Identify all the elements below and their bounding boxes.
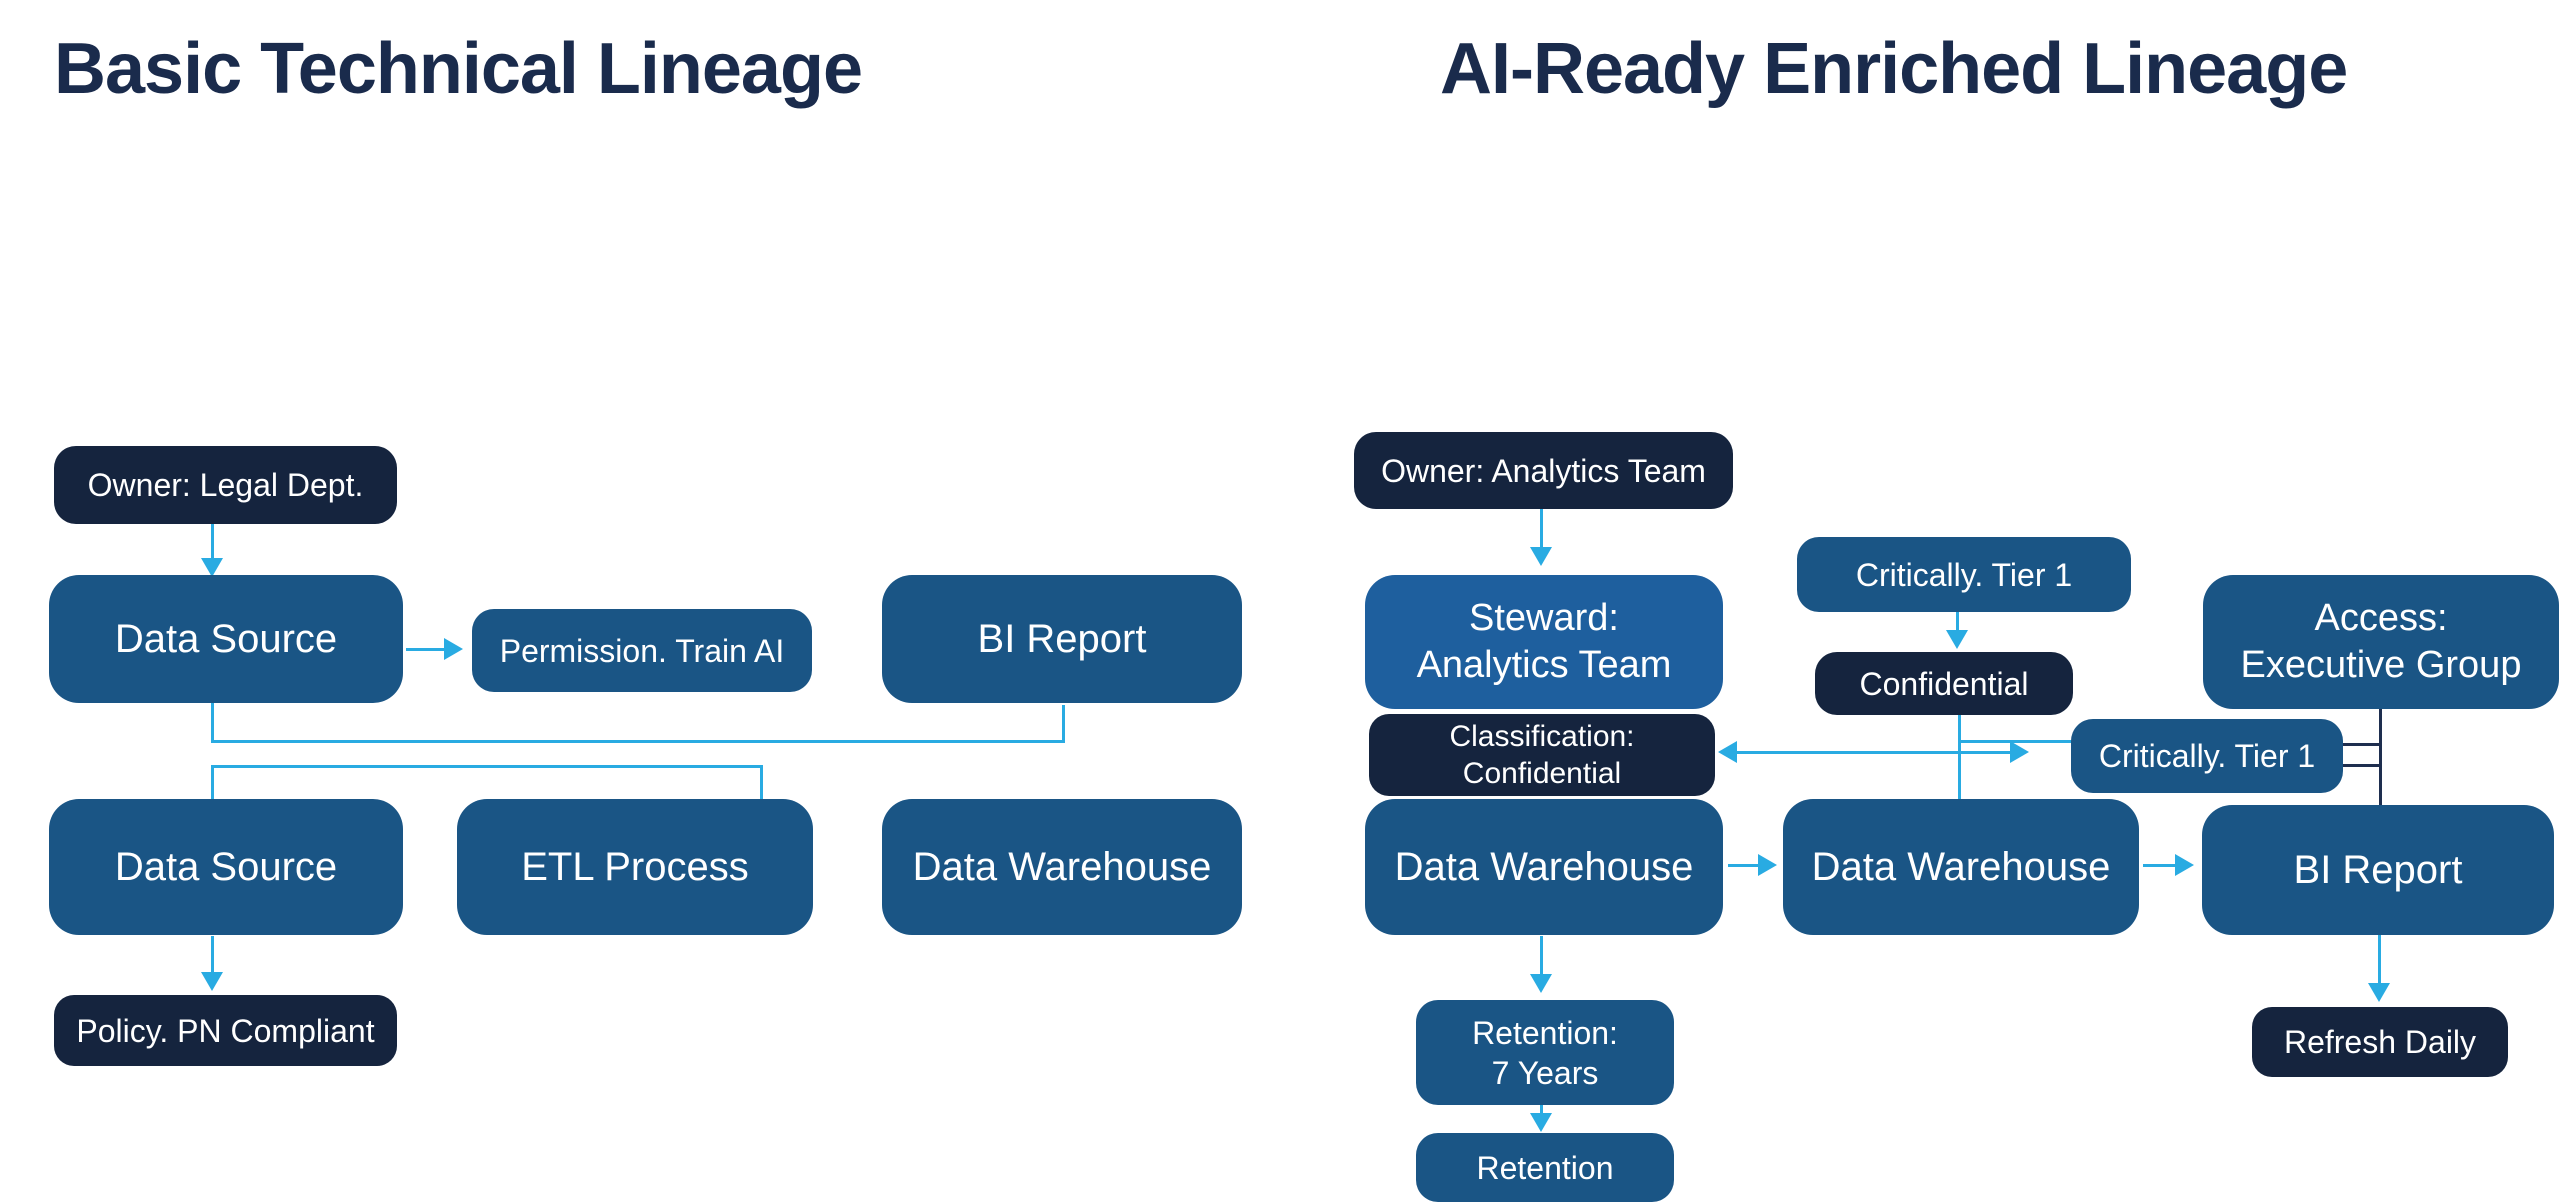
connector-warehouse-to-bireport [2143,864,2177,867]
node-label: Data Source [114,617,338,661]
node-label: BI Report [2293,848,2463,892]
node-retention-7-years: Retention: 7 Years [1416,1000,1674,1105]
node-data-source-top: Data Source [49,575,403,703]
node-permission-train-ai: Permission. Train AI [472,609,812,692]
node-label: Data Warehouse [1394,845,1694,889]
arrowhead-down-icon [201,558,223,577]
arrowhead-down-icon [2368,983,2390,1002]
node-label: BI Report [977,617,1147,661]
node-label: Data Source [114,845,338,889]
node-label: Critically. Tier 1 [2098,738,2316,774]
connector-datasource-to-policy [211,936,214,974]
node-label: Retention [1476,1149,1614,1186]
node-label-line1: Steward: [1469,596,1619,639]
arrowhead-left-icon [1718,741,1737,763]
node-bi-report-right: BI Report [2202,805,2554,935]
arrowhead-down-icon [201,972,223,991]
node-label: Owner: Analytics Team [1381,452,1706,489]
node-label: Refresh Daily [2283,1024,2477,1060]
node-bi-report-left: BI Report [882,575,1242,703]
connector-bridge-bottom [2343,764,2381,767]
connector-owner-to-steward [1540,509,1543,549]
arrowhead-down-icon [1530,547,1552,566]
node-label-line2: 7 Years [1491,1054,1599,1091]
connector-bracket-left-drop [211,765,214,799]
node-data-warehouse-right1: Data Warehouse [1365,799,1723,935]
node-label-line2: Confidential [1462,757,1622,790]
connector-bridge-top [2343,743,2381,746]
node-label-line1: Retention: [1472,1014,1618,1051]
node-label-line2: Executive Group [2240,644,2522,686]
arrowhead-right-icon [2010,741,2029,763]
right-title: AI-Ready Enriched Lineage [1440,29,2348,109]
node-retention: Retention [1416,1133,1674,1202]
node-owner-legal-dept: Owner: Legal Dept. [54,446,397,524]
node-label-line1: Classification: [1449,719,1635,753]
arrowhead-down-icon [1530,1113,1552,1132]
node-access-executive-group: Access: Executive Group [2203,575,2559,709]
node-label: ETL Process [521,845,749,889]
node-refresh-daily: Refresh Daily [2252,1007,2508,1077]
connector-datasource-to-permission [406,648,446,651]
connector-elbow-horizontal [211,740,1065,743]
node-label: Data Warehouse [912,845,1212,889]
connector-confidential-to-warehouse [1958,715,1961,799]
node-label: Data Warehouse [1811,845,2111,889]
connector-bracket-horizontal [211,765,763,768]
node-policy-pn-compliant: Policy. PN Compliant [54,995,397,1066]
arrowhead-right-icon [444,638,463,660]
node-steward-analytics-team: Steward: Analytics Team [1365,575,1723,709]
arrowhead-down-icon [1530,974,1552,993]
node-owner-analytics-team: Owner: Analytics Team [1354,432,1733,509]
connector-bracket-right-drop [760,765,763,799]
node-label-line1: Access: [2314,596,2448,639]
node-data-warehouse-right2: Data Warehouse [1783,799,2139,935]
arrowhead-down-icon [1946,630,1968,649]
connector-access-to-bireport [2379,709,2382,805]
arrowhead-right-icon [1758,854,1777,876]
connector-elbow-left-drop [211,703,214,740]
node-label-line2: Analytics Team [1416,644,1672,686]
node-data-source-bottom: Data Source [49,799,403,935]
node-label: Owner: Legal Dept. [87,467,364,503]
connector-warehouse-to-warehouse [1728,864,1760,867]
node-etl-process: ETL Process [457,799,813,935]
node-classification-confidential: Classification: Confidential [1369,714,1715,796]
node-data-warehouse-left: Data Warehouse [882,799,1242,935]
arrowhead-right-icon [2175,854,2194,876]
connector-owner-to-datasource [211,524,214,560]
connector-criticality-to-confidential [1956,612,1959,632]
connector-bireport-to-refresh [2378,935,2381,985]
connector-warehouse-to-retention7 [1540,936,1543,976]
node-criticality-tier1-top: Critically. Tier 1 [1797,537,2131,612]
node-label: Confidential [1859,665,2029,702]
node-confidential: Confidential [1815,652,2073,715]
node-label: Policy. PN Compliant [76,1012,375,1049]
node-label: Critically. Tier 1 [1855,556,2073,593]
node-label: Permission. Train AI [499,632,785,669]
connector-retention7-to-retention [1540,1103,1543,1115]
connector-elbow-bireport-rise [1062,705,1065,743]
connector-double-arrow [1736,751,2012,754]
node-criticality-tier1-mid: Critically. Tier 1 [2071,719,2343,793]
left-title: Basic Technical Lineage [54,29,863,109]
